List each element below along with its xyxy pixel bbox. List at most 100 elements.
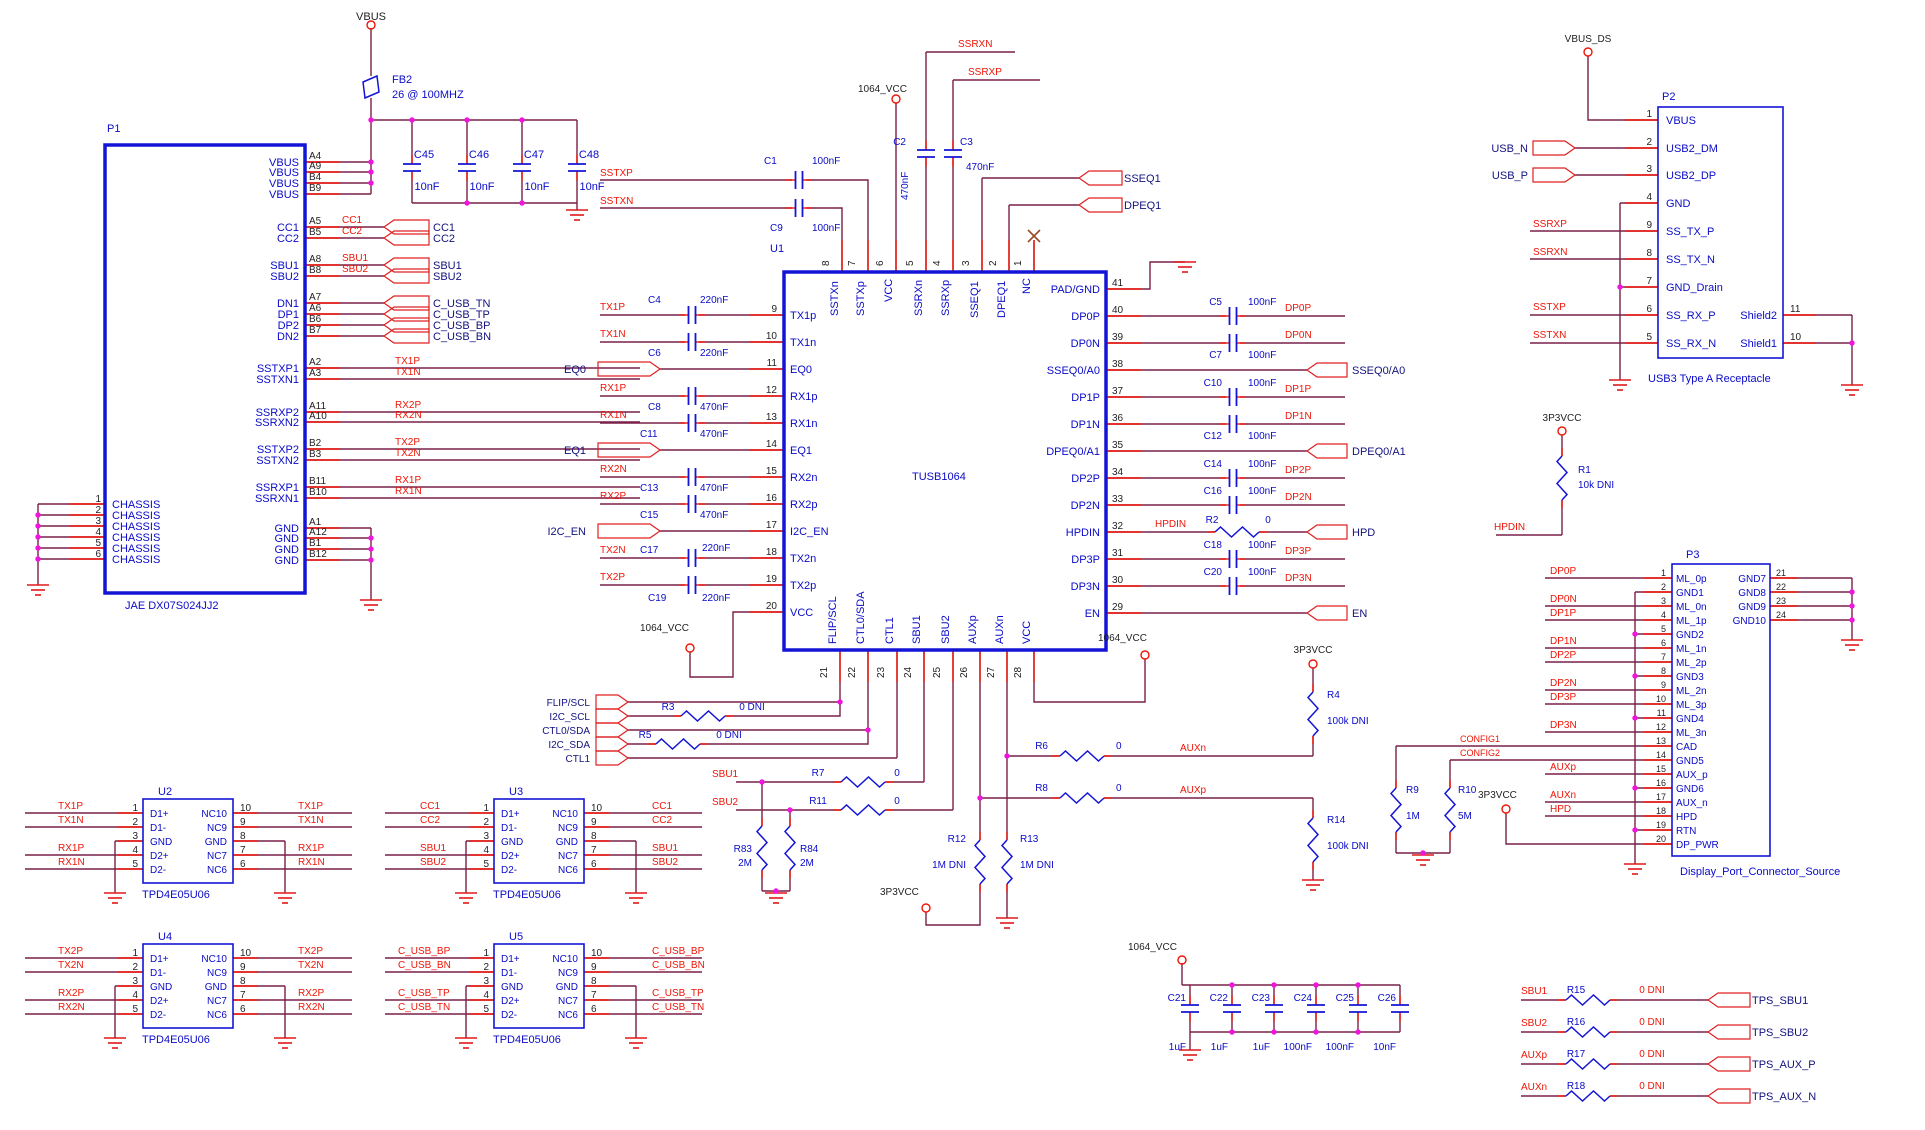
pin-number: 29 [1112, 602, 1124, 613]
pin-number: B1 [309, 538, 322, 549]
power-flag-icon [891, 94, 901, 104]
pin-number: 36 [1112, 413, 1124, 424]
label: CC2 [277, 233, 299, 245]
label: CHASSIS [112, 554, 160, 566]
net-label: RX1P [298, 843, 324, 854]
junction-dot [35, 556, 41, 562]
net-label: TX1N [58, 815, 84, 826]
pin-number: 9 [771, 304, 777, 315]
pin-number: B9 [309, 183, 322, 194]
label: 1uF [1253, 1042, 1270, 1053]
net-label: AUXn [1521, 1082, 1547, 1093]
net-label: RX1P [58, 843, 84, 854]
label: 100k DNI [1327, 716, 1369, 727]
pin-number: B6 [309, 314, 322, 325]
net-label: TX1N [298, 815, 324, 826]
label: R9 [1406, 785, 1419, 796]
label: 0 [1116, 783, 1122, 794]
label: 220nF [702, 593, 730, 604]
net-label: RX2N [395, 410, 422, 421]
label: SSRXn [913, 280, 925, 316]
label: SSTXN1 [256, 374, 299, 386]
label: GND [150, 837, 172, 848]
label: NC6 [558, 1010, 578, 1021]
pin-number: 16 [766, 493, 778, 504]
label: Shield2 [1740, 310, 1777, 322]
label: SSTXP2 [257, 444, 299, 456]
label: VBUS [269, 178, 299, 190]
pin-number: 14 [1656, 750, 1666, 760]
ferrite-bead-icon [362, 74, 380, 100]
junction-dot [837, 699, 843, 705]
junction-dot [1313, 1029, 1319, 1035]
ref-p3: P3 [1686, 549, 1699, 561]
label: NC6 [558, 865, 578, 876]
port-tag-icon [595, 722, 630, 738]
label: GND [275, 523, 300, 535]
port-tag-icon [382, 230, 430, 246]
pin-number: 3 [483, 831, 489, 842]
pin-number: 13 [766, 412, 778, 423]
label: C5 [1209, 297, 1222, 308]
label: R12 [948, 834, 967, 845]
pin-number: 21 [819, 666, 830, 678]
label: Shield1 [1740, 338, 1777, 350]
pin-number: 5 [905, 260, 916, 266]
pin-number: 7 [1646, 276, 1652, 287]
net-label: HPD [1550, 804, 1571, 815]
net-label: SBU1 [712, 769, 739, 780]
label: CHASSIS [112, 543, 160, 555]
net-label: SSRXN [1533, 247, 1567, 258]
label: DP3P [1071, 554, 1100, 566]
pin-number: 7 [591, 845, 597, 856]
junction-dot [1355, 982, 1361, 988]
port-tag-icon [1305, 524, 1348, 540]
label: CTL1 [884, 617, 896, 644]
pin-number: A10 [309, 411, 327, 422]
label: SSRXP2 [256, 407, 299, 419]
label: C12 [1204, 431, 1223, 442]
pin-number: 32 [1112, 521, 1124, 532]
pin-number: 12 [766, 385, 778, 396]
port-label: I2C_SDA [548, 740, 590, 751]
pin-number: 10 [766, 331, 778, 342]
label: D1- [501, 823, 517, 834]
label: NC10 [552, 954, 578, 965]
net-label: DP2P [1285, 465, 1311, 476]
pin-number: 25 [932, 666, 943, 678]
pin-number: 10 [1656, 694, 1666, 704]
label: 220nF [702, 543, 730, 554]
net-label: C_USB_BP [398, 946, 451, 957]
label: TX2n [790, 553, 816, 565]
label: D1+ [150, 809, 169, 820]
pin-number: 26 [959, 666, 970, 678]
label: GND7 [1738, 574, 1766, 585]
port-tag-icon [382, 306, 430, 322]
resistor-icon [973, 839, 987, 885]
label: 100nF [1248, 567, 1276, 578]
port-label: HPD [1352, 527, 1375, 539]
label: AUX_n [1676, 798, 1708, 809]
label: CHASSIS [112, 510, 160, 522]
label: GND [205, 837, 227, 848]
label: R10 [1458, 785, 1477, 796]
net-label: CONFIG1 [1460, 734, 1500, 744]
label: 1M DNI [932, 860, 966, 871]
ref-u3: U3 [509, 786, 523, 798]
junction-dot [35, 512, 41, 518]
net-label: SBU2 [1521, 1018, 1548, 1029]
pin-number: 19 [1656, 820, 1666, 830]
pin-number: 7 [240, 845, 246, 856]
pin-number: 38 [1112, 359, 1124, 370]
label: 100nF [812, 156, 840, 167]
pin-number: 8 [821, 260, 832, 266]
wire [689, 611, 784, 678]
label: GND9 [1738, 602, 1766, 613]
label: ML_2n [1676, 686, 1707, 697]
label: SS_TX_P [1666, 226, 1714, 238]
label: 470nF [966, 162, 994, 173]
label: VCC [1021, 621, 1033, 644]
power-flag-icon [366, 20, 376, 30]
pin-number: 24 [1776, 610, 1786, 620]
junction-dot [368, 117, 374, 123]
